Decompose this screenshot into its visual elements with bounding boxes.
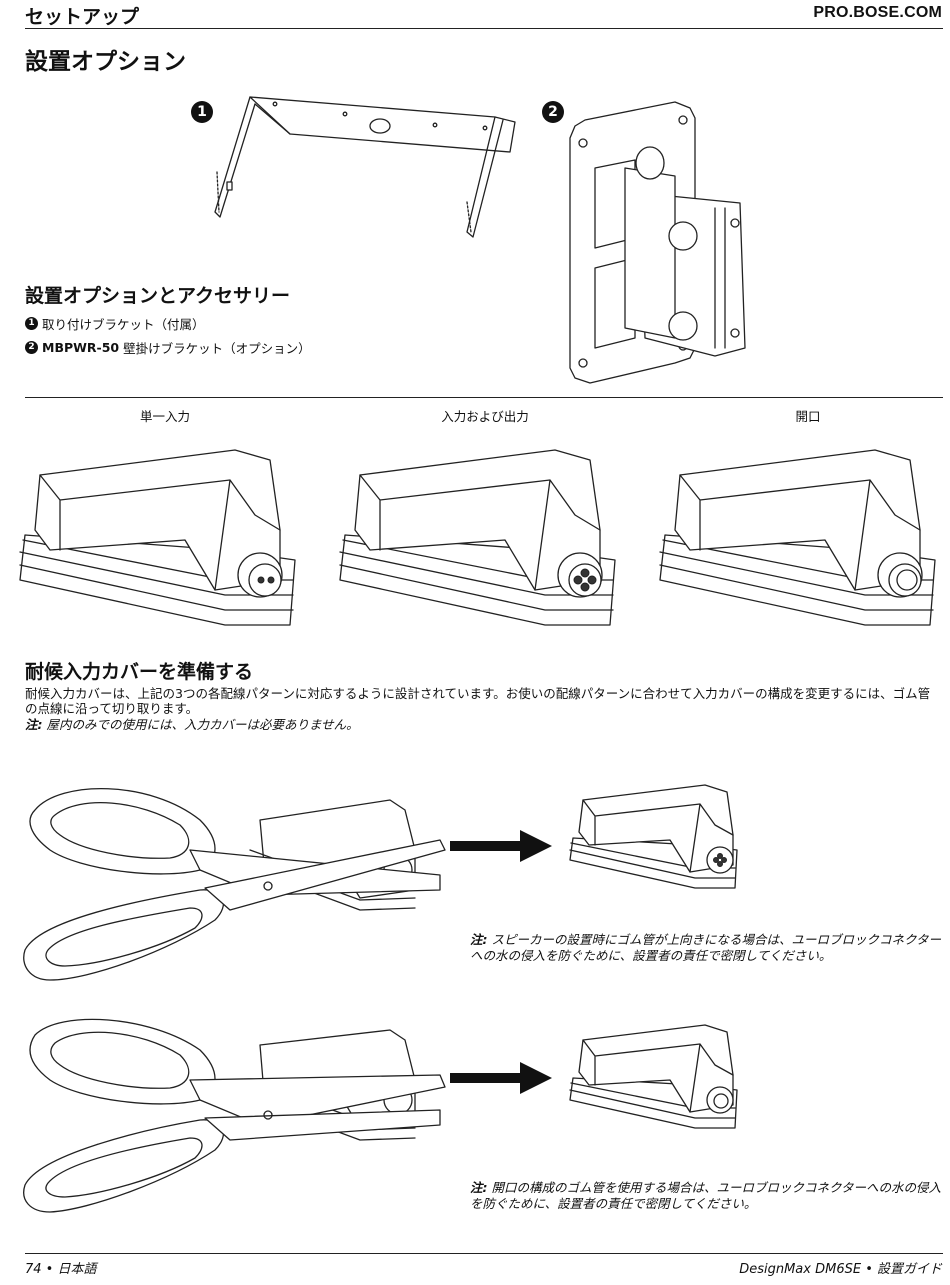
item-text: 取り付けブラケット（付属） [42, 317, 205, 332]
note-label: 注: [470, 932, 488, 947]
note-text: スピーカーの設置時にゴム管が上向きになる場合は、ユーロブロックコネクターへの水の… [470, 932, 941, 963]
section-title: セットアップ [25, 6, 140, 28]
scissors-cut-illustration-1 [23, 788, 446, 981]
cover-cut-result-2 [569, 1024, 738, 1129]
footer-rule [25, 1253, 943, 1254]
cut-note-2: 注: 開口の構成のゴム管を使用する場合は、ユーロブロックコネクターへの水の侵入を… [470, 1180, 945, 1212]
item-number: 1 [25, 317, 38, 330]
accessory-item-1: 1 取り付けブラケット（付属） [25, 314, 205, 333]
item-model: MBPWR-50 [42, 340, 120, 355]
cut-note-1: 注: スピーカーの設置時にゴム管が上向きになる場合は、ユーロブロックコネクターへ… [470, 932, 945, 964]
prepare-heading: 耐候入力カバーを準備する [25, 661, 254, 683]
cover-single-input-illustration [19, 449, 296, 626]
accessories-heading: 設置オプションとアクセサリー [25, 285, 291, 307]
note-text: 屋内のみでの使用には、入力カバーは必要ありません。 [42, 717, 359, 732]
site-link[interactable]: PRO.BOSE.COM [813, 4, 942, 21]
page-number: 74 • 日本語 [25, 1262, 97, 1277]
cover-open-illustration [659, 449, 936, 626]
mounting-bracket-illustration [214, 96, 516, 238]
page-title: 設置オプション [25, 49, 186, 75]
cover-cut-result-1 [569, 784, 738, 889]
item-text: 壁掛けブラケット（オプション） [123, 341, 311, 356]
prepare-body: 耐候入力カバーは、上記の3つの各配線パターンに対応するように設計されています。お… [25, 686, 940, 732]
note-label: 注: [470, 1180, 488, 1195]
arrow-1 [450, 830, 552, 862]
note-text: 開口の構成のゴム管を使用する場合は、ユーロブロックコネクターへの水の侵入を防ぐた… [470, 1180, 941, 1211]
caption-single-input: 単一入力 [139, 409, 190, 424]
caption-input-output: 入力および出力 [441, 409, 529, 424]
wall-bracket-illustration [569, 101, 746, 384]
cover-input-output-illustration [339, 449, 616, 626]
document-title: DesignMax DM6SE • 設置ガイド [739, 1262, 942, 1277]
arrow-2 [450, 1062, 552, 1094]
figure-number-2: 2 [542, 101, 564, 123]
figure-number-1: 1 [191, 101, 213, 123]
section-rule [25, 397, 943, 398]
scissors-cut-illustration-2 [23, 1018, 446, 1213]
prepare-note: 注: 屋内のみでの使用には、入力カバーは必要ありません。 [25, 717, 940, 732]
note-label: 注: [25, 717, 43, 732]
prepare-description: 耐候入力カバーは、上記の3つの各配線パターンに対応するように設計されています。お… [25, 686, 931, 716]
item-number: 2 [25, 341, 38, 354]
caption-open: 開口 [795, 409, 821, 424]
header-rule [25, 28, 943, 29]
